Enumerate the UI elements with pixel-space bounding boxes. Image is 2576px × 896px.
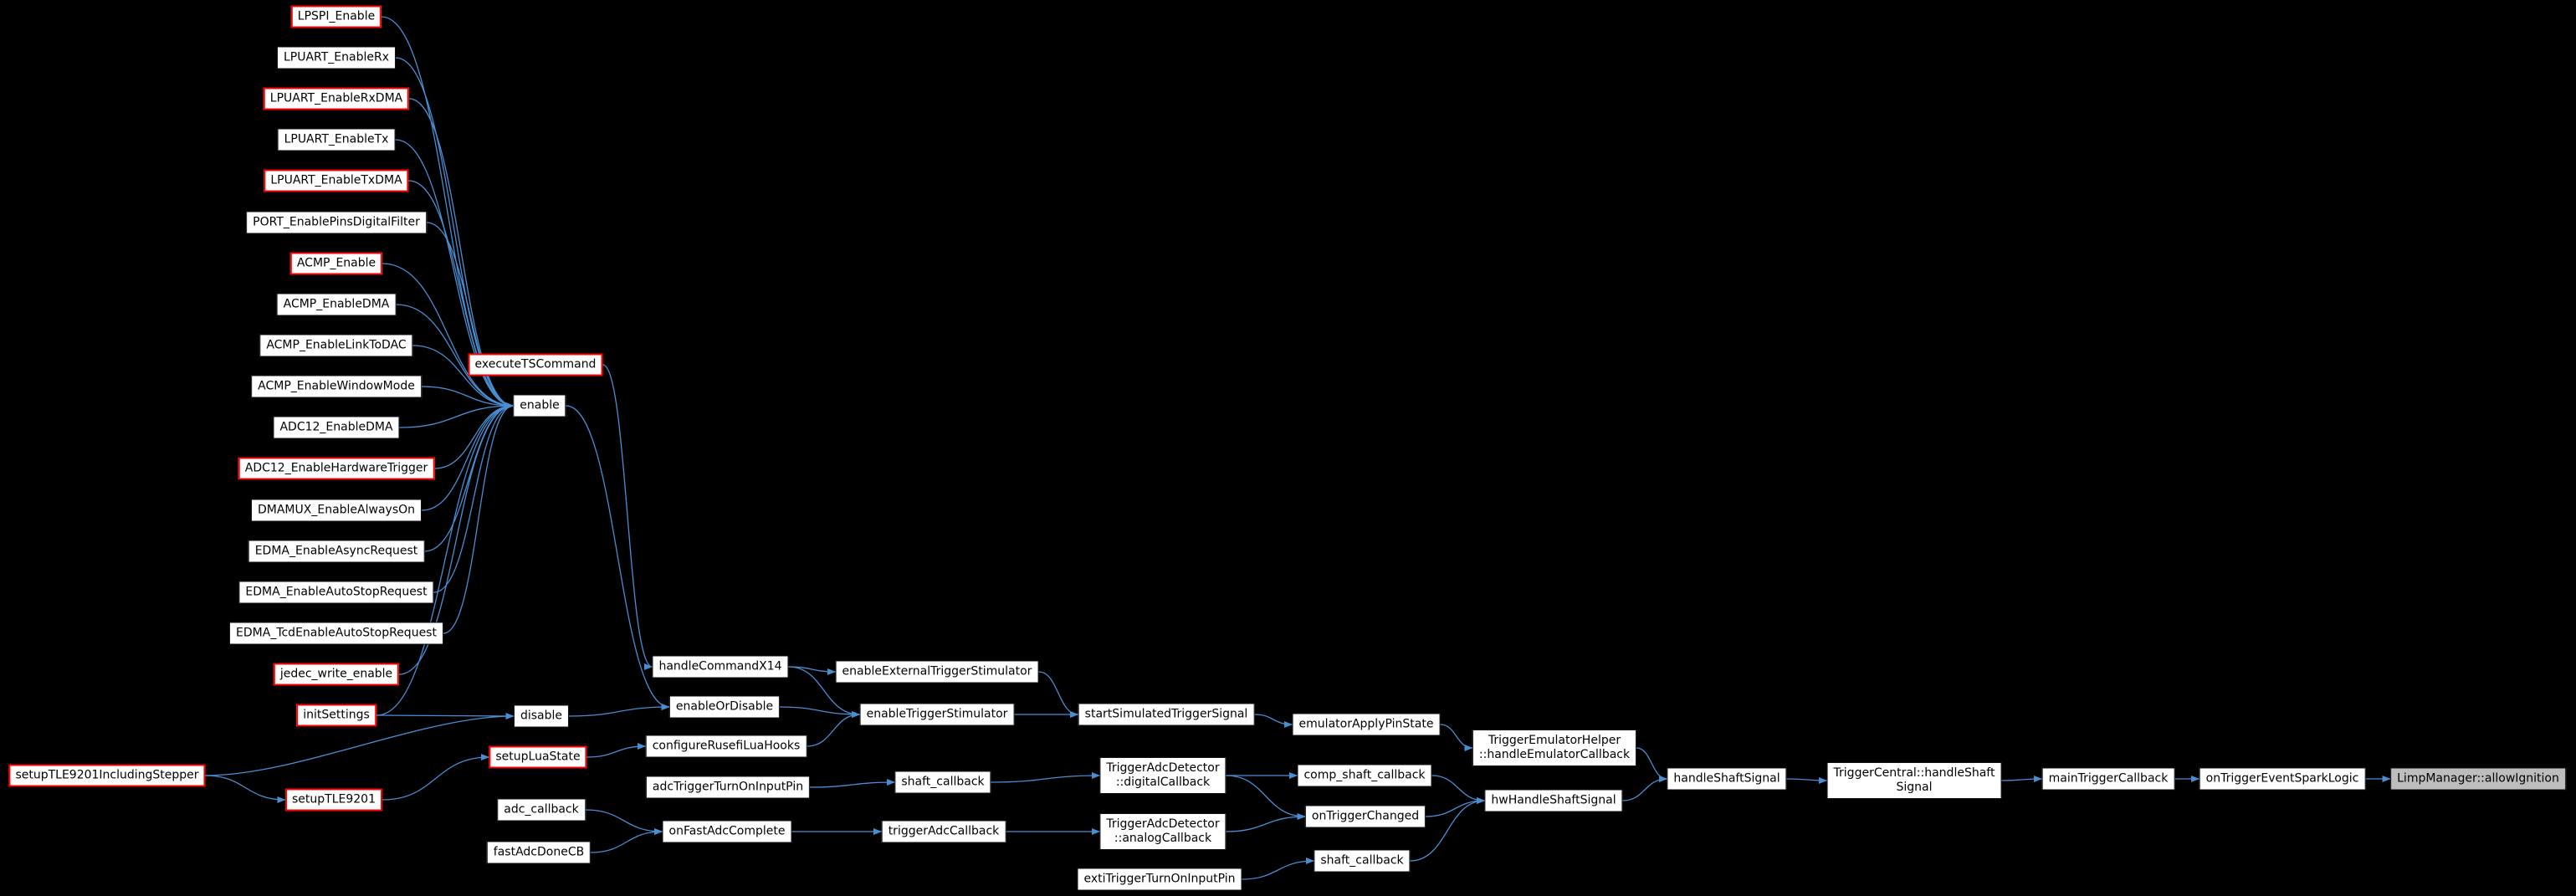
graph-node-edma_enable_auto_stop_request[interactable]: EDMA_EnableAutoStopRequest xyxy=(238,581,434,604)
graph-node-limp_manager_allow_ignition[interactable]: LimpManager::allowIgnition xyxy=(2390,767,2566,791)
call-edge-acmp_enable_window_mode--enable xyxy=(421,386,514,409)
graph-node-lpuart_enable_rx_dma[interactable]: LPUART_EnableRxDMA xyxy=(263,87,410,110)
graph-node-start_simulated_trigger_signal[interactable]: startSimulatedTriggerSignal xyxy=(1078,703,1255,726)
graph-node-comp_shaft_callback[interactable]: comp_shaft_callback xyxy=(1297,764,1432,787)
graph-node-acmp_enable_window_mode[interactable]: ACMP_EnableWindowMode xyxy=(251,375,422,398)
call-edge-port_enable_pins_digital_filter--enable xyxy=(426,222,514,409)
call-edge-acmp_enable_dma--enable xyxy=(396,304,514,409)
graph-node-setup_tle9201[interactable]: setupTLE9201 xyxy=(285,788,382,812)
call-edge-shaft_callback_adc--trigger_adc_detector_digital_callback xyxy=(991,772,1100,783)
call-edge-setup_lua_state--configure_rusefi_lua_hooks xyxy=(586,743,646,758)
graph-node-on_trigger_event_spark_logic[interactable]: onTriggerEventSparkLogic xyxy=(2199,767,2366,791)
edge-group xyxy=(205,16,2391,880)
call-edge-trigger_central_handle_shaft_signal--main_trigger_callback xyxy=(2001,776,2042,783)
graph-node-fast_adc_done_cb[interactable]: fastAdcDoneCB xyxy=(486,841,592,864)
graph-node-edma_tcd_enable_auto_stop_request[interactable]: EDMA_TcdEnableAutoStopRequest xyxy=(229,622,443,645)
graph-node-acmp_enable_dma[interactable]: ACMP_EnableDMA xyxy=(276,293,397,316)
call-edge-edma_tcd_enable_auto_stop_request--enable xyxy=(443,402,514,634)
call-edge-init_settings--disable xyxy=(376,712,515,719)
call-edge-shaft_callback_exti--hw_handle_shaft_signal xyxy=(1410,797,1485,862)
call-edge-enable--enable_or_disable xyxy=(566,405,670,710)
call-edge-init_settings--enable xyxy=(376,402,514,716)
graph-node-trigger_central_handle_shaft_signal[interactable]: TriggerCentral::handleShaft Signal xyxy=(1826,762,2002,799)
graph-node-adc12_enable_hardware_trigger[interactable]: ADC12_EnableHardwareTrigger xyxy=(238,457,435,480)
graph-node-shaft_callback_exti[interactable]: shaft_callback xyxy=(1314,849,1411,873)
graph-node-on_fast_adc_complete[interactable]: onFastAdcComplete xyxy=(662,820,792,843)
graph-node-acmp_enable_link_to_dac[interactable]: ACMP_EnableLinkToDAC xyxy=(259,334,413,357)
graph-node-enable_external_trigger_stimulator[interactable]: enableExternalTriggerStimulator xyxy=(835,660,1039,684)
graph-node-enable_trigger_stimulator[interactable]: enableTriggerStimulator xyxy=(859,703,1015,726)
call-edge-acmp_enable--enable xyxy=(382,263,514,409)
graph-node-setup_lua_state[interactable]: setupLuaState xyxy=(489,745,587,769)
graph-node-disable[interactable]: disable xyxy=(513,704,570,728)
call-edge-lpuart_enable_tx_dma--enable xyxy=(408,180,514,409)
graph-node-main_trigger_callback[interactable]: mainTriggerCallback xyxy=(2041,767,2175,791)
call-edge-trigger_adc_detector_digital_callback--on_trigger_changed xyxy=(1226,775,1306,820)
call-edge-lpuart_enable_rx_dma--enable xyxy=(408,98,514,409)
call-edge-start_simulated_trigger_signal--emulator_apply_pin_state xyxy=(1254,714,1293,728)
call-edge-configure_rusefi_lua_hooks--enable_trigger_stimulator xyxy=(807,711,860,747)
graph-node-enable[interactable]: enable xyxy=(513,394,566,417)
call-edge-execute_ts_command--handle_command_x14 xyxy=(602,364,653,670)
call-edge-on_trigger_changed--hw_handle_shaft_signal xyxy=(1425,797,1485,817)
call-edge-adc_trigger_turn_on_input_pin--shaft_callback_adc xyxy=(809,779,895,788)
graph-node-lpuart_enable_tx[interactable]: LPUART_EnableTx xyxy=(277,128,396,151)
graph-node-enable_or_disable[interactable]: enableOrDisable xyxy=(668,695,781,719)
call-edge-edma_enable_auto_stop_request--enable xyxy=(433,402,514,593)
graph-node-trigger_adc_callback[interactable]: triggerAdcCallback xyxy=(881,820,1006,843)
call-edge-disable--enable_or_disable xyxy=(568,704,670,717)
graph-node-trigger_adc_detector_analog_callback[interactable]: TriggerAdcDetector ::analogCallback xyxy=(1099,813,1227,850)
graph-node-port_enable_pins_digital_filter[interactable]: PORT_EnablePinsDigitalFilter xyxy=(246,211,427,234)
call-edge-trigger_adc_detector_analog_callback--on_trigger_changed xyxy=(1226,813,1306,832)
graph-node-jedec_write_enable[interactable]: jedec_write_enable xyxy=(273,663,400,686)
graph-node-configure_rusefi_lua_hooks[interactable]: configureRusefiLuaHooks xyxy=(645,735,807,758)
graph-node-hw_handle_shaft_signal[interactable]: hwHandleShaftSignal xyxy=(1484,789,1623,812)
call-edge-comp_shaft_callback--hw_handle_shaft_signal xyxy=(1431,775,1485,804)
graph-node-trigger_adc_detector_digital_callback[interactable]: TriggerAdcDetector ::digitalCallback xyxy=(1099,757,1227,794)
graph-node-execute_ts_command[interactable]: executeTSCommand xyxy=(468,353,603,376)
graph-node-trigger_emulator_helper_handle_emulator_callback[interactable]: TriggerEmulatorHelper ::handleEmulatorCa… xyxy=(1472,730,1637,766)
call-edge-setup_tle9201_including_stepper--disable xyxy=(205,713,515,776)
graph-node-edma_enable_async_request[interactable]: EDMA_EnableAsyncRequest xyxy=(248,540,425,563)
graph-node-lpspi_enable[interactable]: LPSPI_Enable xyxy=(290,5,382,28)
call-edge-enable_or_disable--enable_trigger_stimulator xyxy=(779,706,860,718)
call-edge-adc_callback--on_fast_adc_complete xyxy=(585,809,663,835)
graph-node-acmp_enable[interactable]: ACMP_Enable xyxy=(289,252,383,275)
call-edge-enable_external_trigger_stimulator--start_simulated_trigger_signal xyxy=(1038,671,1078,718)
graph-node-lpuart_enable_rx[interactable]: LPUART_EnableRx xyxy=(276,46,397,69)
graph-node-emulator_apply_pin_state[interactable]: emulatorApplyPinState xyxy=(1292,713,1441,736)
graph-node-handle_shaft_signal[interactable]: handleShaftSignal xyxy=(1667,767,1787,791)
call-edge-trigger_emulator_helper_handle_emulator_callback--handle_shaft_signal xyxy=(1636,747,1667,782)
call-edge-exti_trigger_turn_on_input_pin--shaft_callback_exti xyxy=(1242,858,1314,880)
call-edge-emulator_apply_pin_state--trigger_emulator_helper_handle_emulator_callback xyxy=(1440,724,1473,751)
call-edge-adc12_enable_dma--enable xyxy=(399,402,514,428)
call-edge-setup_tle9201_including_stepper--setup_tle9201 xyxy=(205,775,286,803)
graph-node-handle_command_x14[interactable]: handleCommandX14 xyxy=(652,655,789,678)
graph-node-on_trigger_changed[interactable]: onTriggerChanged xyxy=(1304,805,1426,828)
graph-node-lpuart_enable_tx_dma[interactable]: LPUART_EnableTxDMA xyxy=(264,169,409,192)
call-edge-fast_adc_done_cb--on_fast_adc_complete xyxy=(590,828,663,853)
call-edge-lpuart_enable_tx--enable xyxy=(395,139,514,409)
call-edge-dmamux_enable_always_on--enable xyxy=(421,402,514,511)
graph-node-shaft_callback_adc[interactable]: shaft_callback xyxy=(894,771,991,794)
graph-node-dmamux_enable_always_on[interactable]: DMAMUX_EnableAlwaysOn xyxy=(250,499,423,522)
call-edge-hw_handle_shaft_signal--handle_shaft_signal xyxy=(1622,776,1667,801)
call-edge-edma_enable_async_request--enable xyxy=(424,402,514,552)
graph-node-setup_tle9201_including_stepper[interactable]: setupTLE9201IncludingStepper xyxy=(8,764,206,787)
call-edge-acmp_enable_link_to_dac--enable xyxy=(412,345,514,409)
graph-node-adc_trigger_turn_on_input_pin[interactable]: adcTriggerTurnOnInputPin xyxy=(645,776,811,799)
call-edge-setup_tle9201--setup_lua_state xyxy=(382,754,489,801)
call-edge-handle_command_x14--enable_trigger_stimulator xyxy=(788,666,860,718)
graph-node-exti_trigger_turn_on_input_pin[interactable]: extiTriggerTurnOnInputPin xyxy=(1077,868,1242,891)
graph-node-init_settings[interactable]: initSettings xyxy=(296,704,376,727)
call-edge-handle_shaft_signal--trigger_central_handle_shaft_signal xyxy=(1786,776,1827,784)
graph-node-adc_callback[interactable]: adc_callback xyxy=(497,798,586,822)
graph-node-adc12_enable_dma[interactable]: ADC12_EnableDMA xyxy=(273,416,400,439)
